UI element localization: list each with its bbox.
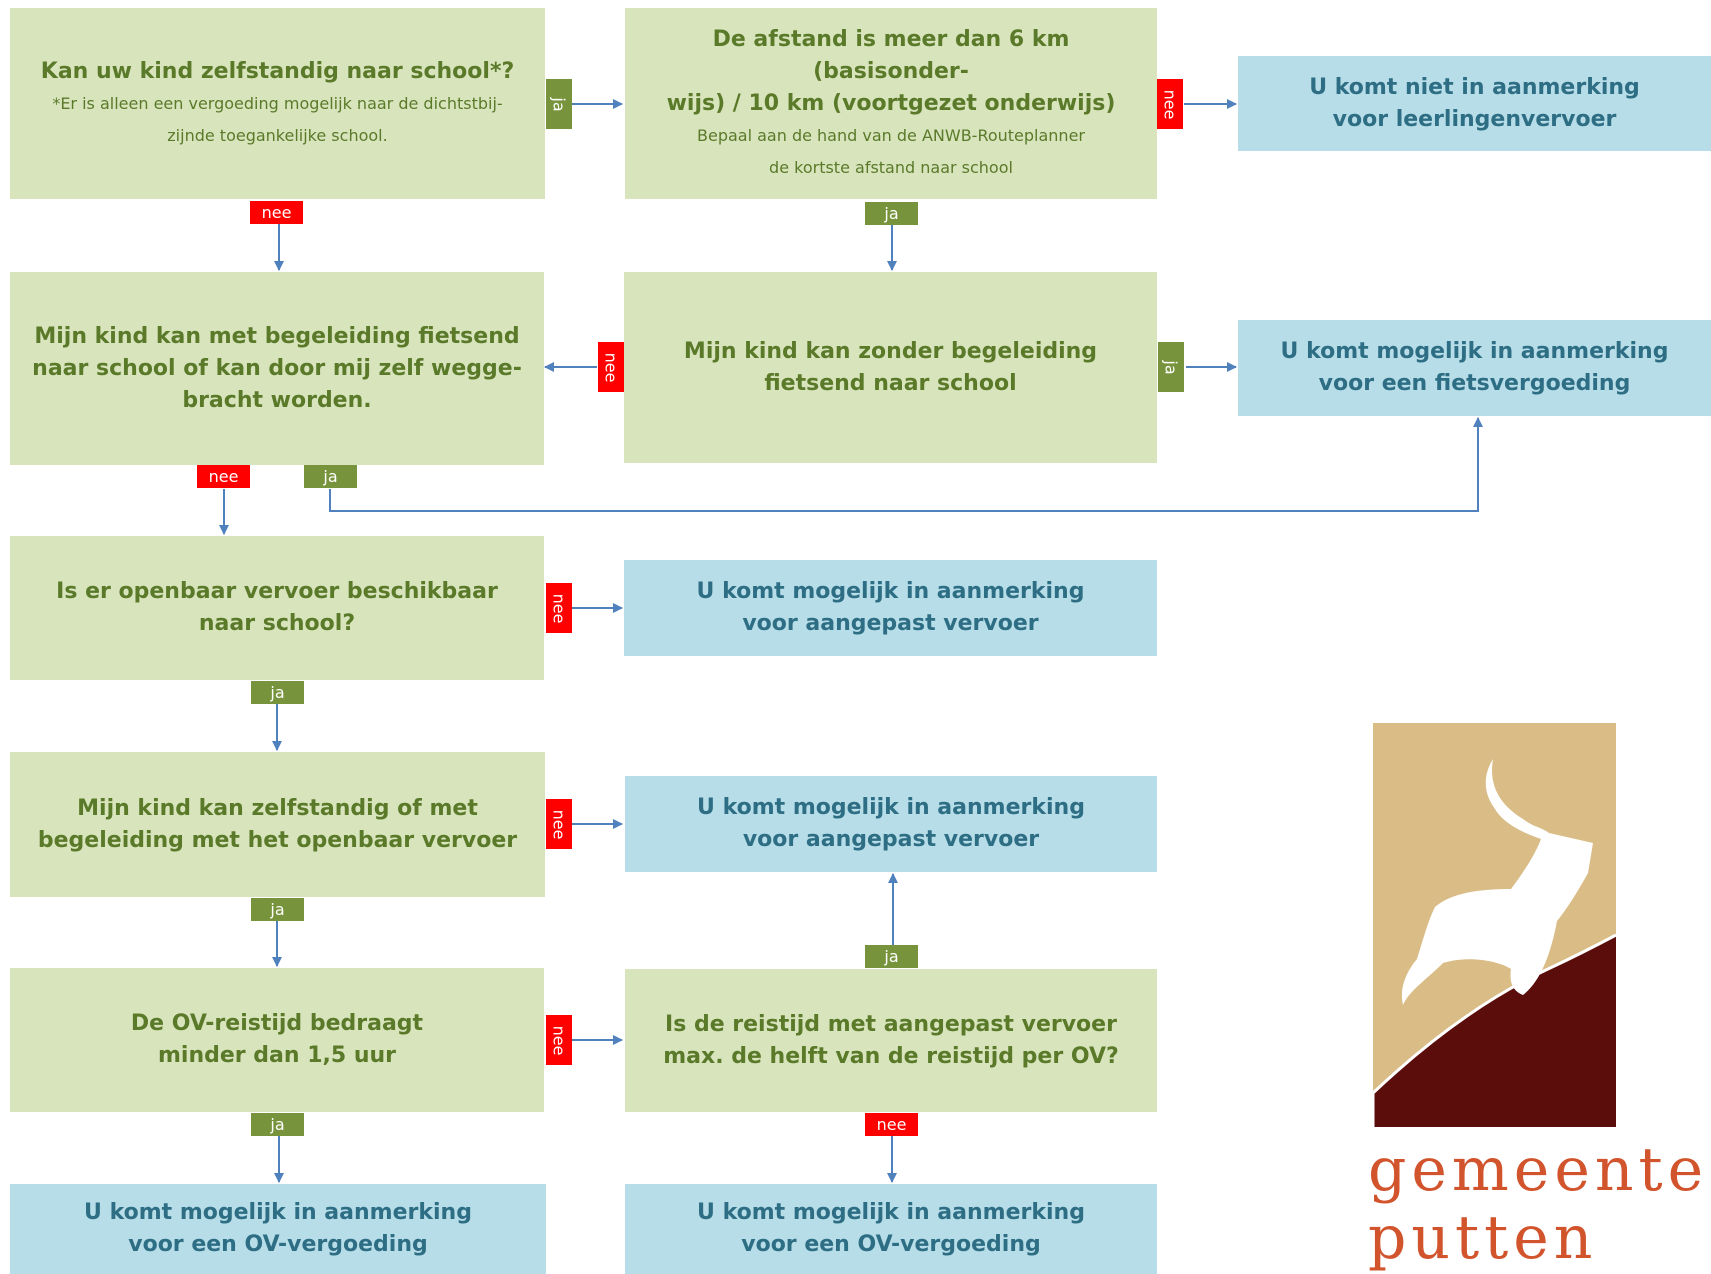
tag-nee-q8-r6: nee <box>865 1113 918 1136</box>
tag-nee-q2-r1: nee <box>1157 79 1183 129</box>
arrow-q3-r2 <box>329 417 1483 512</box>
tag-ja-q7-r5: ja <box>251 1113 304 1136</box>
tag-nee-q7-q8: nee <box>546 1015 572 1065</box>
question-afstand: De afstand is meer dan 6 km (basisonder-… <box>625 8 1157 199</box>
deer-logo-icon <box>1373 723 1616 1127</box>
tag-ja-q2-q4: ja <box>865 202 918 225</box>
tag-ja-q3-r2: ja <box>304 465 357 488</box>
question-zelfstandig: Kan uw kind zelfstandig naar school*? *E… <box>10 8 545 199</box>
tag-ja-q6-q7: ja <box>251 898 304 921</box>
tag-ja-q8-r4: ja <box>865 945 918 968</box>
tag-ja-q1-q2: ja <box>546 79 572 129</box>
tag-nee-q5-r3: nee <box>546 583 572 633</box>
tag-ja-q4-r2: ja <box>1158 342 1184 392</box>
tag-nee-q3-q5: nee <box>197 465 250 488</box>
tag-nee-q1-q3: nee <box>250 201 303 224</box>
logo-text-gemeente: gemeente <box>1368 1135 1709 1205</box>
logo-text-putten: putten <box>1368 1203 1598 1273</box>
tag-ja-q5-q6: ja <box>251 681 304 704</box>
tag-nee-q6-r4: nee <box>546 799 572 849</box>
tag-nee-q4-q3: nee <box>598 342 624 392</box>
